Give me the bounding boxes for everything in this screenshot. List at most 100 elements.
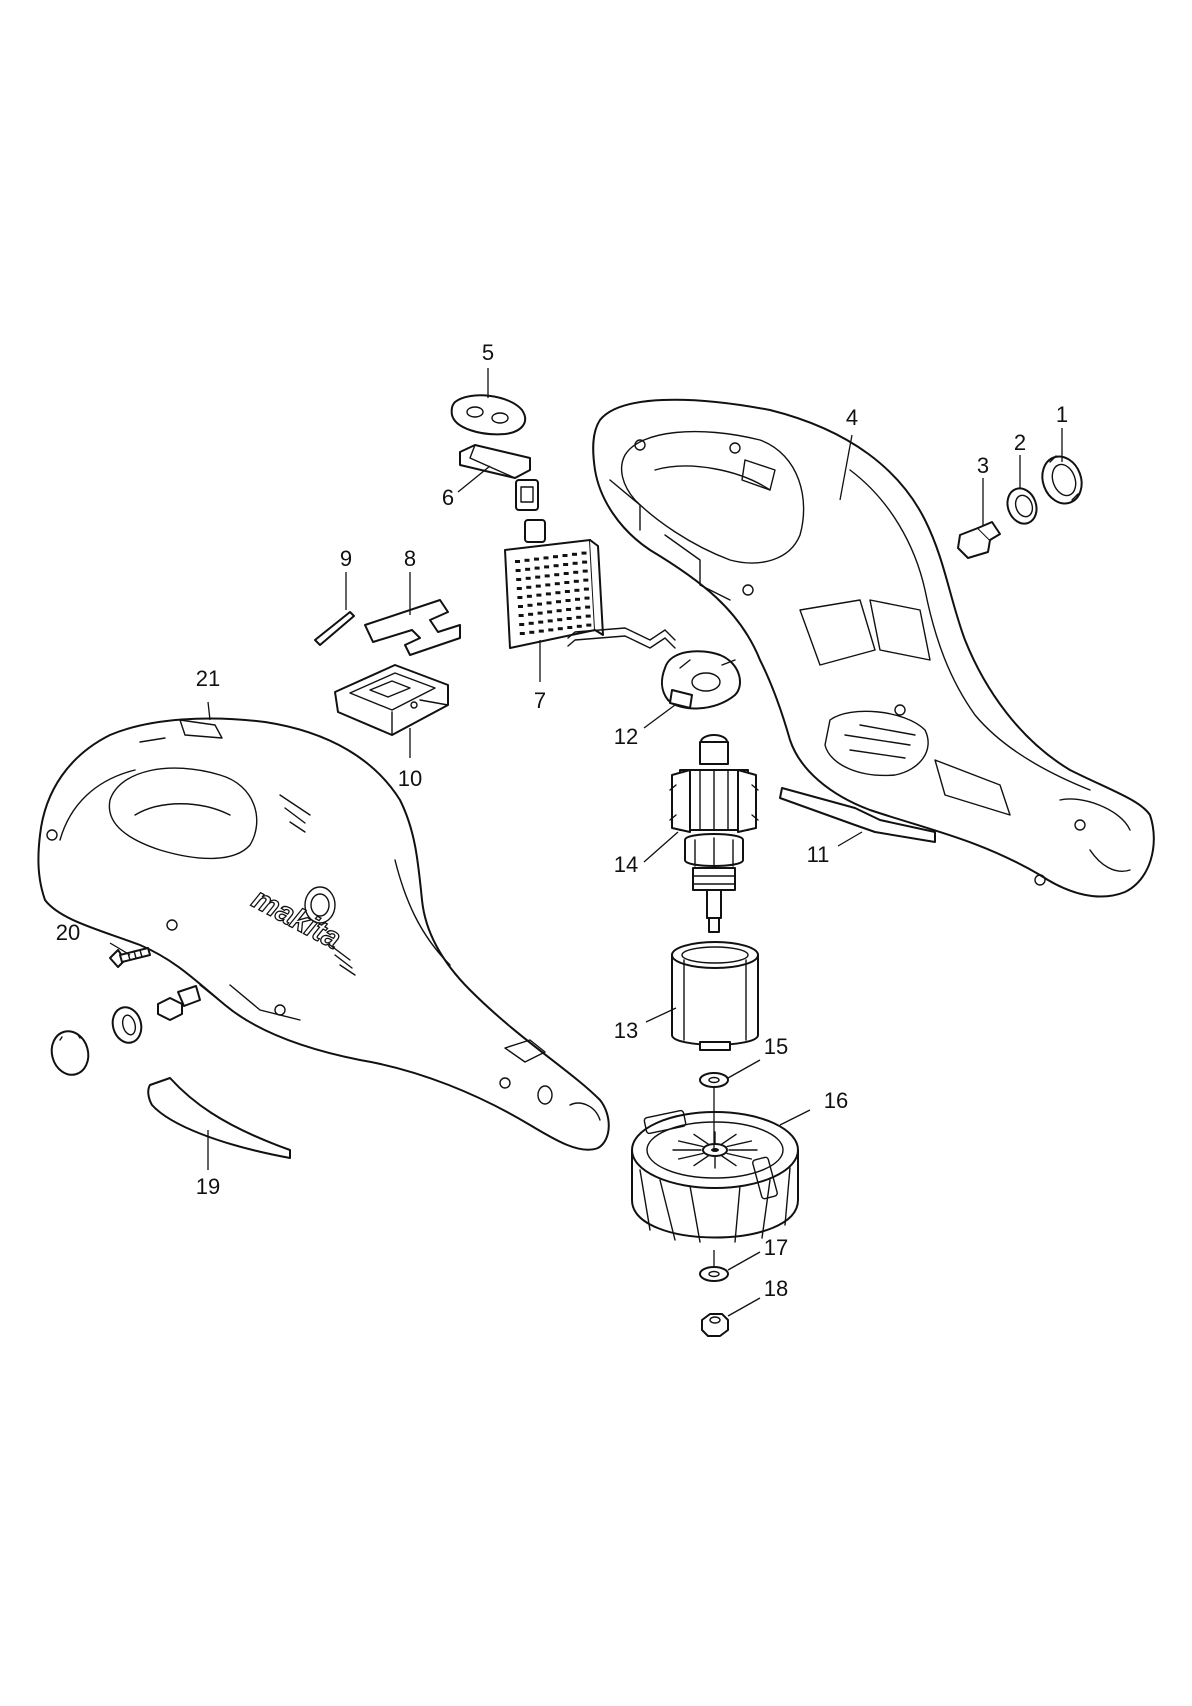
filter-slot (576, 615, 582, 619)
filter-slot (562, 554, 568, 557)
part-8-bracket (364, 599, 461, 656)
filter-slot (583, 587, 589, 591)
filter-slot (519, 623, 525, 626)
filter-slot (557, 627, 563, 631)
callout-2: 2 (1014, 430, 1026, 455)
filter-slot (535, 584, 541, 588)
filter-slot (572, 552, 577, 556)
fan-spoke (677, 1140, 704, 1148)
filter-slot (538, 620, 544, 624)
part-4-housing-right (592, 398, 1155, 898)
callout-15: 15 (764, 1034, 788, 1059)
filter-slot (546, 601, 552, 605)
fan-spoke (726, 1152, 753, 1160)
part-18-nut (701, 1313, 729, 1337)
filter-slot (586, 623, 592, 627)
callout-13: 13 (614, 1018, 638, 1043)
callout-20: 20 (56, 920, 80, 945)
filter-slot (574, 588, 580, 592)
callout-14: 14 (614, 852, 638, 877)
callout-11: 11 (807, 842, 830, 867)
filter-slot (583, 578, 589, 582)
filter-slot (537, 611, 543, 615)
filter-slot (534, 557, 539, 561)
filter-slot (584, 596, 590, 600)
part-5-switch-button (450, 394, 527, 436)
filter-slot (534, 566, 540, 570)
filter-slot (537, 602, 542, 606)
callout-labels: 1 2 3 4 5 6 7 8 9 10 11 12 13 14 15 16 1… (56, 340, 1068, 1301)
filter-slot (581, 551, 587, 555)
callout-21: 21 (196, 666, 220, 691)
fan-spoke (726, 1140, 753, 1148)
filter-slot (525, 567, 531, 571)
filter-slot (525, 576, 531, 580)
small-lid-part (50, 1030, 90, 1076)
filter-slot (555, 591, 561, 595)
filter-slot (566, 608, 572, 611)
filter-slot (516, 578, 522, 581)
callout-7: 7 (534, 688, 546, 713)
filter-slot (554, 582, 560, 586)
part-11-strip (779, 787, 936, 843)
filter-slot (554, 573, 560, 577)
filter-slot (517, 596, 523, 599)
filter-slot (564, 581, 570, 584)
part-7-filter (504, 539, 604, 649)
filter-slot (573, 579, 579, 583)
filter-slot (528, 612, 534, 616)
filter-slot (519, 632, 525, 635)
filter-slot (567, 626, 573, 629)
callout-1: 1 (1056, 402, 1068, 427)
part-3-switch-plug (957, 521, 1001, 559)
part-10-controller (334, 664, 449, 736)
filter-slot (515, 569, 521, 572)
callout-12: 12 (614, 724, 638, 749)
filter-slot (538, 629, 544, 633)
filter-slot (526, 594, 532, 598)
part-1-clip-ring (1041, 455, 1083, 505)
filter-slot (544, 565, 550, 569)
fan-spoke (721, 1155, 737, 1167)
part-16-fan (631, 1109, 799, 1243)
callout-6: 6 (442, 485, 454, 510)
part-2-ring (1006, 487, 1038, 525)
part-14-armature (669, 734, 759, 933)
filter-slot (553, 564, 559, 568)
filter-slot (528, 621, 534, 625)
fan-logo-right (752, 1156, 778, 1200)
part-20-screw (109, 947, 151, 968)
callout-10: 10 (398, 766, 422, 791)
filter-slot (582, 560, 588, 564)
filter-slot (575, 606, 581, 610)
callout-19: 19 (196, 1174, 220, 1199)
filter-slot (557, 618, 563, 622)
part-13-magnet-yoke (671, 941, 759, 1051)
part-15-washer (699, 1072, 729, 1088)
filter-slot (536, 593, 542, 597)
filter-slot (573, 570, 579, 574)
small-terminal-part (157, 985, 201, 1021)
small-cap-part (111, 1006, 143, 1044)
filter-slot (544, 574, 550, 578)
filter-slot (553, 555, 558, 559)
part-12-brush-holder (567, 627, 741, 710)
filter-slot (585, 614, 591, 618)
filter-slot (529, 630, 535, 634)
part-9-pin (314, 611, 355, 646)
filter-slot (556, 609, 562, 613)
filter-slot (563, 563, 569, 566)
callout-16: 16 (824, 1088, 848, 1113)
filter-slot (518, 614, 524, 617)
filter-slot (547, 619, 553, 623)
filter-slot (543, 556, 549, 560)
filter-slot (566, 617, 572, 620)
part-19-insert (147, 1077, 291, 1159)
callout-3: 3 (977, 453, 989, 478)
filter-slot (585, 605, 591, 609)
filter-slot (563, 572, 569, 575)
part-21-housing-left: makita (37, 717, 610, 1151)
callout-17: 17 (764, 1235, 788, 1260)
fan-spoke (693, 1155, 709, 1167)
